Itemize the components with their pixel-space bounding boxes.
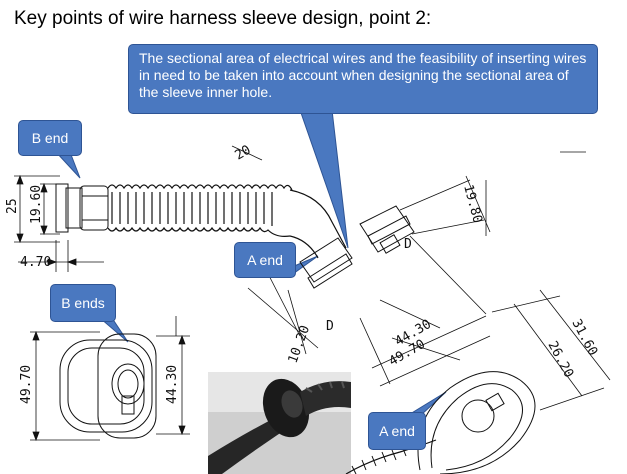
- page-title: Key points of wire harness sleeve design…: [14, 8, 432, 29]
- callout-main-pointer: [299, 109, 349, 249]
- b-end-side-view: [55, 183, 109, 233]
- b-end-front-view: [59, 333, 157, 439]
- callout-b-end: B end: [18, 120, 82, 156]
- callout-a-end-bottom: A end: [368, 412, 426, 450]
- callout-sleeve-design-note: The sectional area of electrical wires a…: [128, 44, 598, 114]
- letter-d-1: D: [404, 237, 412, 252]
- corrugated-sleeve-body: [107, 184, 347, 259]
- dimension-26-20: 26.20: [544, 339, 576, 381]
- dimension-44-30-b: 44.30: [165, 365, 180, 404]
- dimension-19-60: 19.60: [29, 185, 44, 224]
- dimension-20: 20: [233, 143, 254, 164]
- dimension-31-60: 31.60: [568, 317, 600, 359]
- grommet-photo: [208, 372, 351, 474]
- dimension-25: 25: [5, 198, 20, 214]
- angled-dimensions: [231, 145, 611, 411]
- left-dimensions: [14, 174, 104, 272]
- a-end-front-view: [345, 371, 536, 474]
- dimension-49-70-b: 49.70: [19, 365, 34, 404]
- a-end-side-view: [299, 205, 415, 289]
- callout-b-ends: B ends: [50, 284, 116, 322]
- letter-d-2: D: [326, 319, 334, 334]
- dimension-10-20: 10.20: [286, 323, 313, 365]
- dimension-4-70: 4.70: [20, 255, 51, 270]
- callout-a-end-top: A end: [234, 242, 296, 278]
- dimension-19-80: 19.80: [460, 183, 485, 225]
- front-view-dimensions: [30, 316, 190, 442]
